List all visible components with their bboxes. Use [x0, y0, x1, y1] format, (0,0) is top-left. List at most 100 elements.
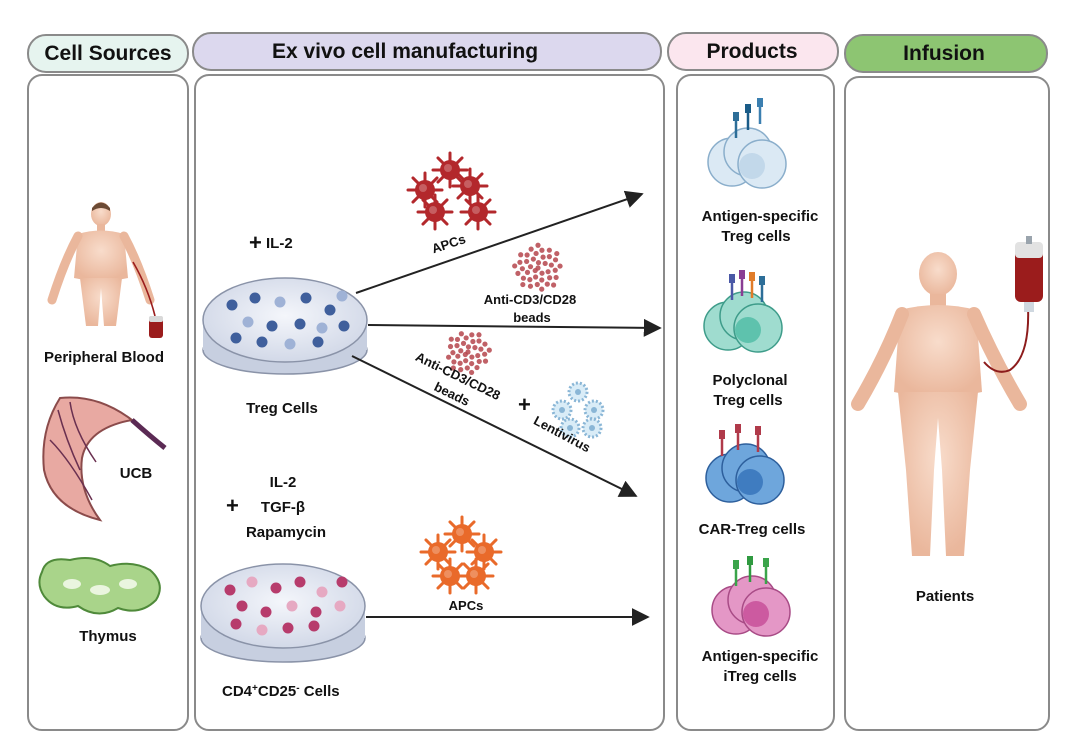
anti-cd3-cd28-beads-icon — [512, 242, 563, 292]
virus-core — [567, 425, 573, 431]
header-manufacturing: Ex vivo cell manufacturing — [192, 32, 662, 71]
apc-cluster-orange-icon — [419, 515, 503, 595]
treg-cell-dot — [316, 322, 328, 334]
treg-cell-dot — [336, 290, 348, 302]
apc-body — [474, 542, 494, 562]
cd4-cells-label: CD4+CD25- Cells — [222, 683, 340, 701]
treg-cell-dot — [230, 332, 242, 344]
apc-nucleus — [444, 164, 452, 172]
treg-cell-dot — [284, 338, 296, 350]
treg-cell-dot — [256, 336, 268, 348]
bead — [552, 267, 558, 273]
bead — [546, 247, 552, 253]
bead — [532, 267, 538, 274]
panel-products — [676, 74, 835, 731]
bead — [464, 365, 470, 371]
header-cell-sources-label: Cell Sources — [44, 42, 171, 65]
treg-culture-dish-icon — [202, 277, 368, 375]
cd4-cell-dot — [310, 606, 322, 618]
apc-nucleus — [419, 184, 427, 192]
cd4-cell-dot — [230, 618, 242, 630]
product-antigen-specific-line1: Antigen-specific — [702, 208, 819, 225]
apc-body — [428, 542, 448, 562]
apcs-bottom-label: APCs — [449, 598, 484, 613]
product-polyclonal-line2: Treg cells — [713, 392, 782, 409]
apc-nucleus — [432, 546, 440, 554]
receptor-head — [745, 104, 751, 113]
receptor-head — [735, 424, 741, 433]
product-car-treg-label: CAR-Treg cells — [699, 521, 806, 538]
bead — [482, 341, 488, 347]
treg-cell-dot — [274, 296, 286, 308]
treg-cells-label: Treg Cells — [246, 400, 318, 417]
bead — [533, 250, 539, 257]
apc-nucleus — [472, 206, 480, 214]
bead — [527, 283, 534, 289]
bead — [472, 344, 478, 351]
treg-cell-dot — [266, 320, 278, 332]
cd4-cell-dot — [246, 576, 258, 588]
bead — [469, 360, 475, 367]
apc-cell — [406, 171, 444, 209]
header-cell-sources: Cell Sources — [27, 34, 189, 73]
bead — [520, 281, 526, 288]
cd4-cell-dot — [316, 586, 328, 598]
bead — [532, 274, 539, 280]
bead — [482, 358, 489, 364]
product-cell-nucleus — [735, 317, 761, 343]
bead — [550, 282, 557, 288]
virus-particle — [581, 417, 603, 439]
virus-core — [575, 389, 581, 395]
apc-body — [415, 180, 435, 200]
receptor-head — [739, 270, 745, 279]
bead — [475, 352, 481, 359]
apc-nucleus — [429, 206, 437, 214]
donor-figure-icon — [47, 202, 163, 338]
bead — [542, 260, 548, 267]
virus-core — [591, 407, 597, 413]
bead — [457, 360, 463, 366]
apc-cell — [457, 557, 495, 595]
treg-cell-dot — [300, 292, 312, 304]
bead — [458, 367, 464, 373]
header-products: Products — [667, 32, 839, 71]
bead — [463, 358, 469, 364]
cd4-cell-dot — [334, 600, 346, 612]
bead — [519, 266, 525, 272]
bead — [515, 270, 521, 276]
apc-cell — [459, 193, 497, 231]
patient-figure-icon — [851, 236, 1043, 556]
apc-cell — [419, 533, 457, 571]
receptor-head — [719, 430, 725, 439]
bead — [458, 331, 464, 337]
bead — [450, 350, 456, 356]
bead — [465, 344, 472, 350]
apc-nucleus — [478, 546, 486, 554]
apc-cell — [443, 515, 481, 553]
apc-body — [460, 176, 480, 196]
apc-nucleus — [464, 180, 472, 188]
antigen-specific-itreg-icon — [711, 556, 791, 637]
virus-particle — [567, 381, 589, 403]
cd4-cell-dot — [282, 622, 294, 634]
bead — [546, 254, 552, 260]
bead — [463, 335, 469, 341]
bead — [535, 260, 542, 266]
receptor-head — [729, 274, 735, 283]
car-beads-icon — [446, 331, 492, 376]
bead — [482, 351, 488, 357]
bead — [474, 364, 480, 371]
apc-body — [425, 202, 445, 222]
header-infusion: Infusion — [844, 34, 1048, 73]
source-ucb-label: UCB — [120, 465, 153, 482]
bead — [524, 258, 530, 265]
cd4-cytokine-il2: IL-2 — [270, 474, 297, 491]
apc-cell — [465, 533, 503, 571]
bead — [446, 354, 452, 360]
virus-particle — [583, 399, 605, 421]
treg-cell-dot — [242, 316, 254, 328]
umbilical-cord-blood-icon — [42, 396, 167, 522]
bead — [535, 242, 541, 248]
cd4-cell-dot — [260, 606, 272, 618]
bead — [545, 269, 551, 275]
